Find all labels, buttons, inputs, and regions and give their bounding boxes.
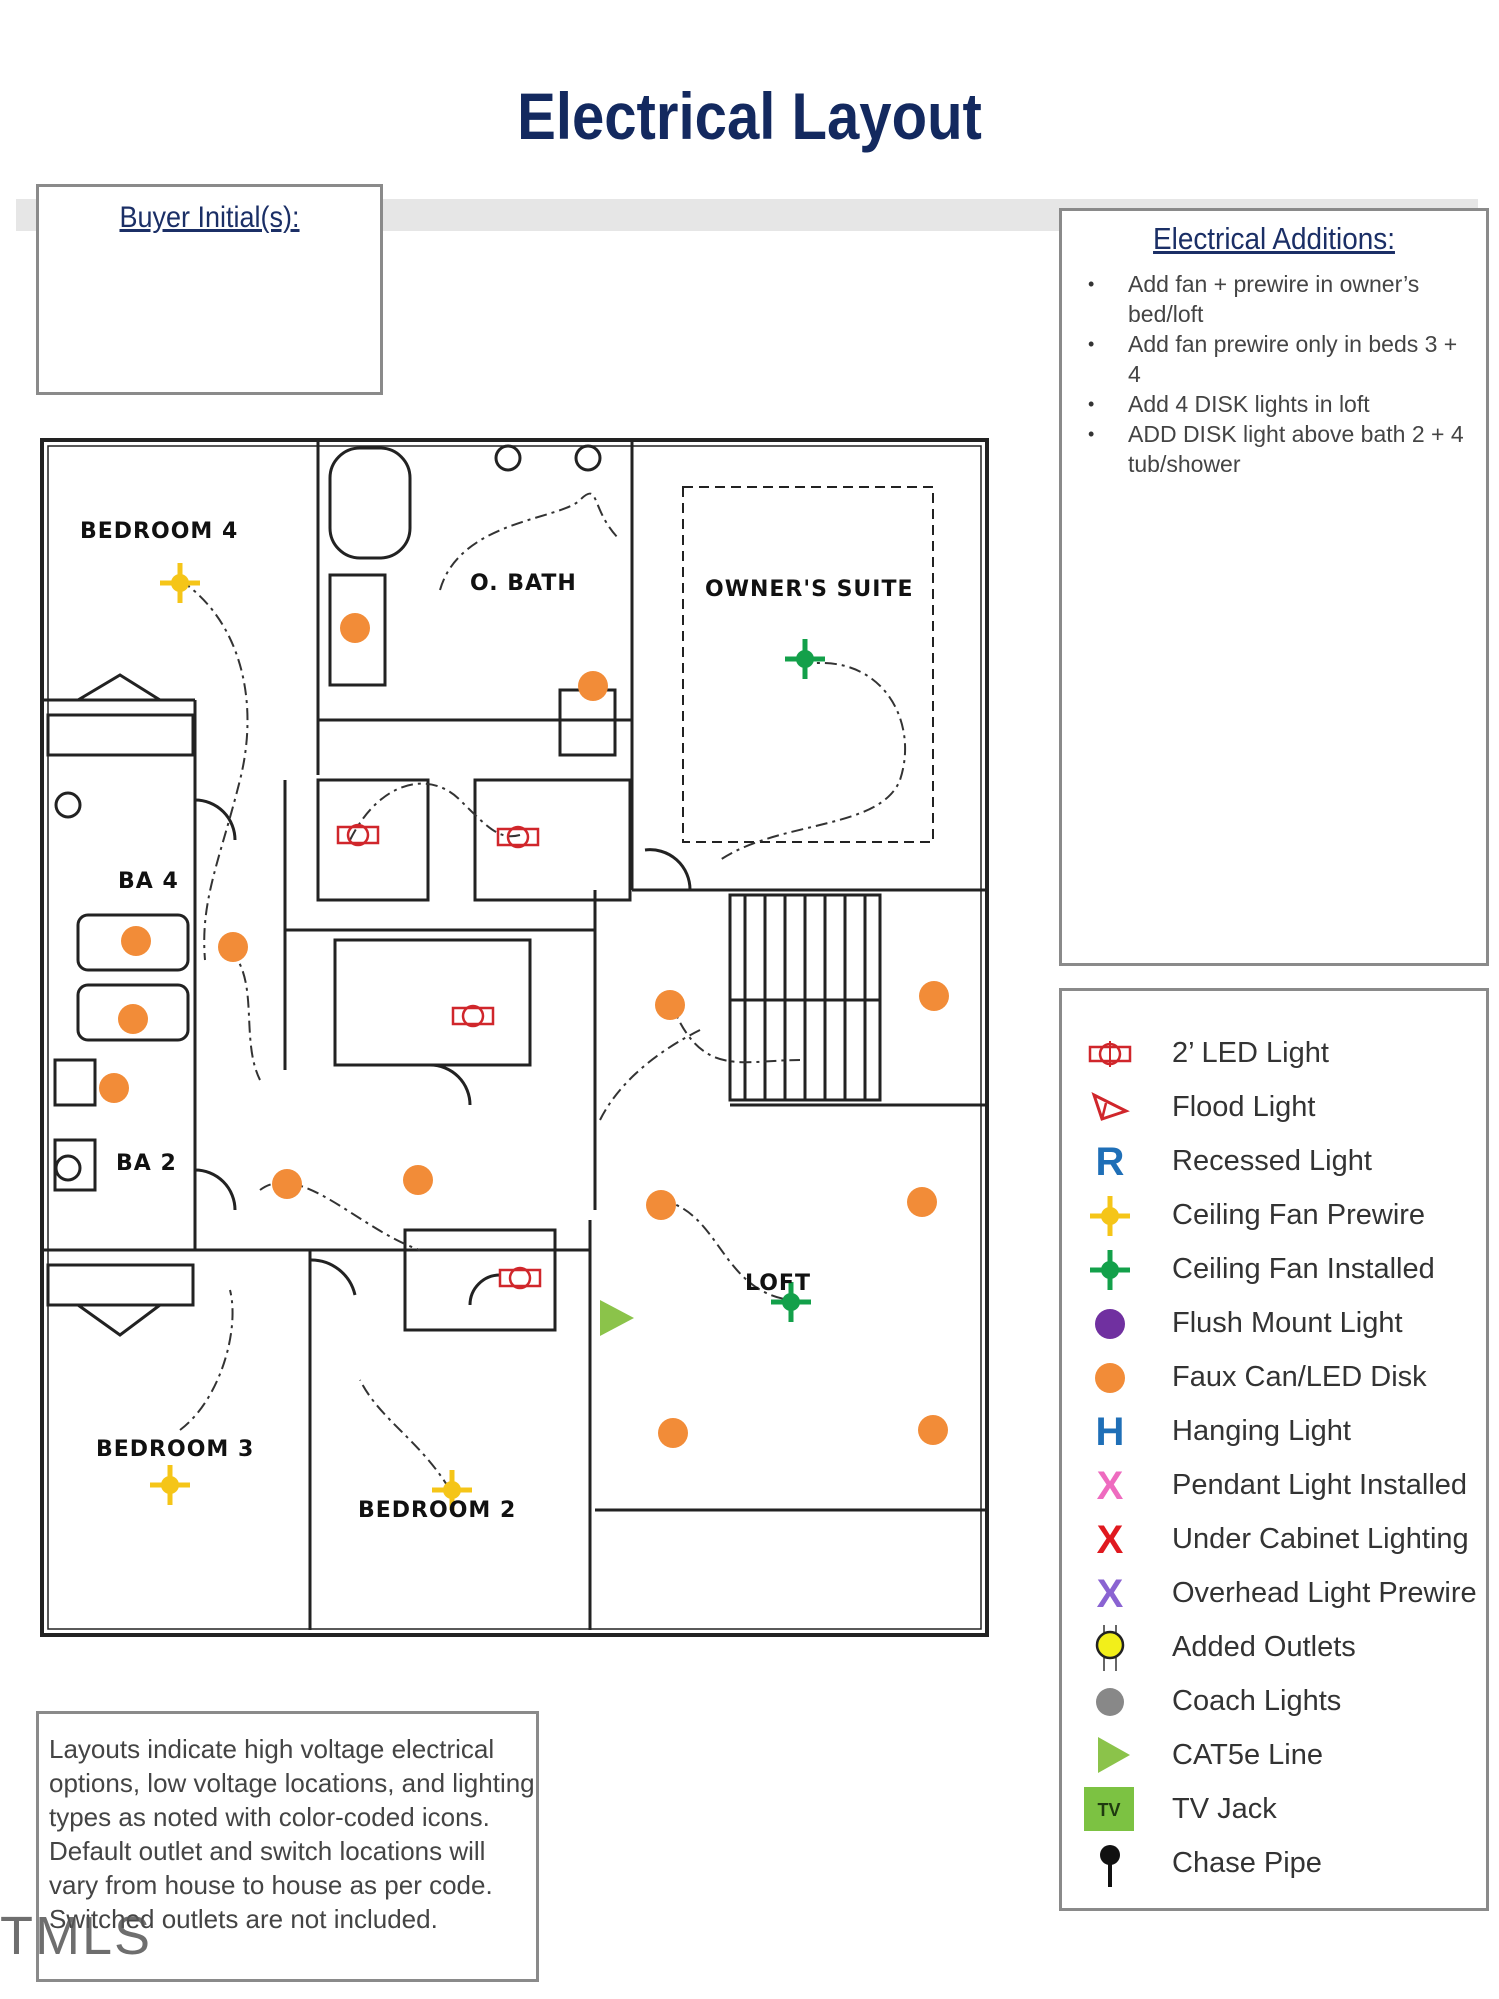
ceiling-fan-installed-marks — [771, 639, 825, 1322]
overhead-prewire-icon: X — [1096, 1572, 1124, 1616]
faux-can-icon — [1095, 1363, 1125, 1393]
disclaimer-text: Layouts indicate high voltage electrical… — [49, 1734, 535, 1934]
cat5e-icon — [1098, 1737, 1130, 1773]
legend-row-pendant: X Pendant Light Installed — [1062, 1459, 1486, 1513]
ceiling-fan-prewire-icon — [1090, 1196, 1130, 1236]
chase-pipe-icon — [1100, 1845, 1120, 1887]
room-label-bedroom3: BEDROOM 3 — [96, 1437, 254, 1462]
electrical-additions-title: Electrical Additions: — [1153, 221, 1395, 256]
legend-row-tv-jack: TV TV Jack — [1062, 1783, 1486, 1837]
legend-row-added-outlets: Added Outlets — [1062, 1621, 1486, 1675]
legend-row-coach-lights: Coach Lights — [1062, 1675, 1486, 1729]
legend-label: 2’ LED Light — [1172, 1037, 1329, 1069]
legend-row-led-light: 2’ LED Light — [1062, 1027, 1486, 1081]
legend-row-cat5e: CAT5e Line — [1062, 1729, 1486, 1783]
floor-plan: BEDROOM 4 O. BATH OWNER'S SUITE BA 4 BA … — [40, 438, 989, 1637]
room-label-loft: LOFT — [745, 1271, 811, 1296]
legend-label: Ceiling Fan Installed — [1172, 1253, 1435, 1285]
added-outlet-icon — [1095, 1625, 1125, 1671]
legend-label: Overhead Light Prewire — [1172, 1577, 1477, 1609]
disclaimer-note: Layouts indicate high voltage electrical… — [36, 1711, 539, 1982]
legend-label: Chase Pipe — [1172, 1847, 1322, 1879]
legend-row-flood-light: Flood Light — [1062, 1081, 1486, 1135]
legend-label: Ceiling Fan Prewire — [1172, 1199, 1426, 1231]
flood-light-icon — [1091, 1092, 1130, 1121]
watermark-logo: TMLS — [0, 1906, 153, 1966]
buyer-initials-label: Buyer Initial(s): — [119, 201, 300, 234]
legend-label: Flood Light — [1172, 1091, 1316, 1123]
flush-mount-light-icon — [1095, 1309, 1125, 1339]
legend-row-flush-mount: Flush Mount Light — [1062, 1297, 1486, 1351]
addition-item: Add fan + prewire in owner’s bed/loft — [1084, 269, 1474, 329]
legend-label: Faux Can/LED Disk — [1172, 1361, 1427, 1393]
recessed-light-icon: R — [1095, 1140, 1125, 1184]
legend-label: Recessed Light — [1172, 1145, 1372, 1177]
room-label-bedroom4: BEDROOM 4 — [80, 519, 238, 544]
legend-label: Flush Mount Light — [1172, 1307, 1403, 1339]
electrical-additions-list: Add fan + prewire in owner’s bed/loft Ad… — [1084, 269, 1474, 479]
legend-row-overhead-prewire: X Overhead Light Prewire — [1062, 1567, 1486, 1621]
legend-label: Under Cabinet Lighting — [1172, 1523, 1469, 1555]
room-label-ba2: BA 2 — [116, 1151, 177, 1176]
faux-can-lights — [99, 613, 949, 1448]
legend-panel: 2’ LED Light Flood Light R Recessed Ligh… — [1059, 988, 1489, 1911]
cat5e-marker — [600, 1300, 634, 1336]
under-cabinet-icon: X — [1096, 1518, 1124, 1562]
led-light-marks — [336, 823, 542, 1290]
room-label-bedroom2: BEDROOM 2 — [358, 1498, 516, 1523]
legend-row-faux-can: Faux Can/LED Disk — [1062, 1351, 1486, 1405]
addition-item: Add fan prewire only in beds 3 + 4 — [1084, 329, 1474, 389]
legend-row-under-cabinet: X Under Cabinet Lighting — [1062, 1513, 1486, 1567]
legend-row-fan-installed: Ceiling Fan Installed — [1062, 1243, 1486, 1297]
buyer-initials-box[interactable]: Buyer Initial(s): — [36, 184, 383, 395]
led-light-icon — [1088, 1041, 1132, 1067]
room-label-ba4: BA 4 — [118, 869, 179, 894]
legend-label: Coach Lights — [1172, 1685, 1342, 1717]
legend-label: CAT5e Line — [1172, 1739, 1323, 1771]
addition-item: Add 4 DISK lights in loft — [1084, 389, 1474, 419]
legend-row-hanging-light: H Hanging Light — [1062, 1405, 1486, 1459]
electrical-additions-panel: Electrical Additions: Add fan + prewire … — [1059, 208, 1489, 966]
pendant-light-icon: X — [1096, 1464, 1124, 1508]
legend-row-chase-pipe: Chase Pipe — [1062, 1837, 1486, 1891]
addition-item: ADD DISK light above bath 2 + 4 tub/show… — [1084, 419, 1474, 479]
ceiling-fan-installed-icon — [1090, 1250, 1130, 1290]
room-label-obath: O. BATH — [470, 571, 577, 596]
legend-row-recessed-light: R Recessed Light — [1062, 1135, 1486, 1189]
hanging-light-icon: H — [1095, 1410, 1125, 1454]
legend-label: Added Outlets — [1172, 1631, 1356, 1663]
coach-light-icon — [1096, 1688, 1124, 1716]
legend-label: TV Jack — [1172, 1793, 1277, 1825]
tv-jack-icon: TV — [1084, 1787, 1134, 1831]
legend-row-fan-prewire: Ceiling Fan Prewire — [1062, 1189, 1486, 1243]
page-title: Electrical Layout — [517, 79, 982, 153]
legend-label: Hanging Light — [1172, 1415, 1351, 1447]
legend-label: Pendant Light Installed — [1172, 1469, 1468, 1501]
room-label-owners-suite: OWNER'S SUITE — [705, 577, 914, 602]
